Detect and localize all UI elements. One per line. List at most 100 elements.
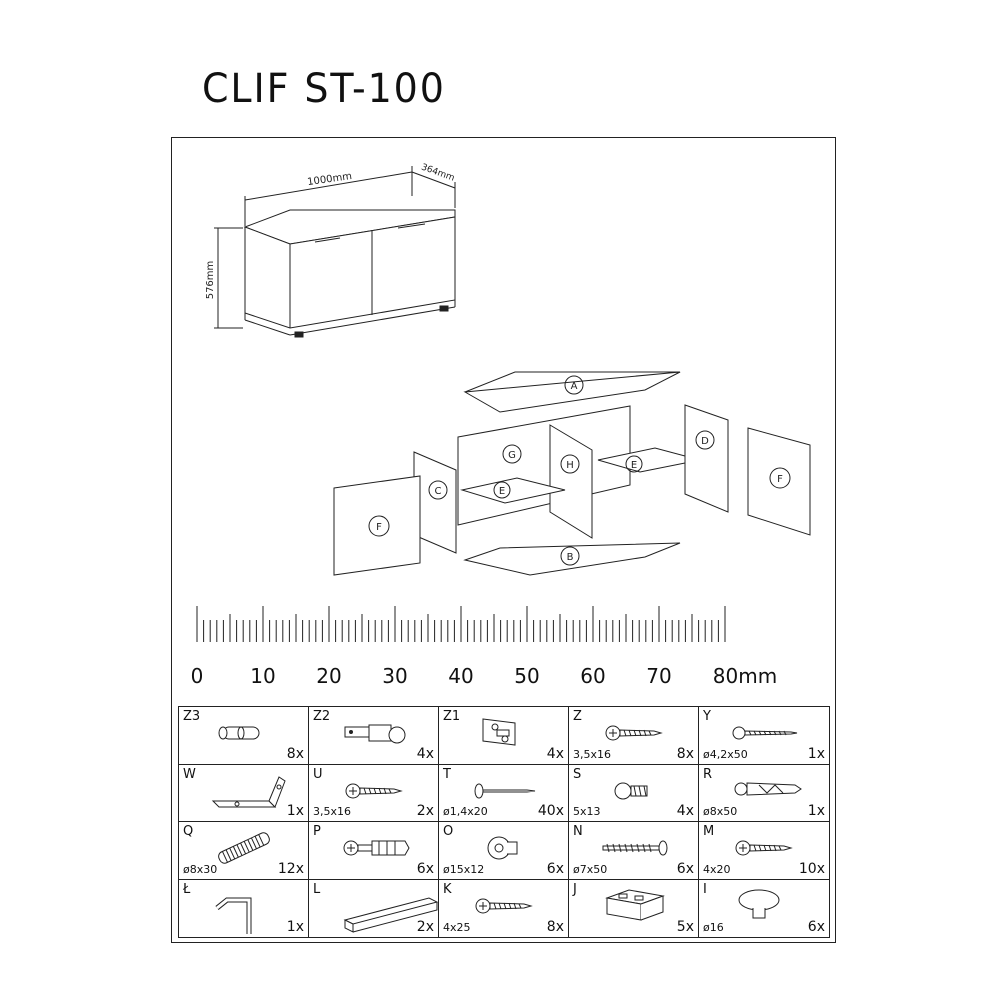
- instruction-frame: [171, 137, 836, 943]
- part-size: ø1,4x20: [443, 805, 488, 818]
- ruler-label: 70: [646, 664, 671, 688]
- part-code: I: [703, 881, 707, 897]
- long-screw-icon: [729, 713, 799, 753]
- part-quantity: 12x: [277, 860, 304, 877]
- knob-icon: [729, 886, 799, 926]
- part-size: 4x20: [703, 862, 731, 876]
- part-quantity: 6x: [546, 860, 564, 877]
- part-code: O: [443, 824, 454, 839]
- panel-label-e: E: [631, 460, 637, 471]
- part-cell: L 2x: [309, 879, 439, 937]
- allen-key-icon: [209, 886, 279, 934]
- ruler-label: 20: [316, 664, 341, 688]
- shelf-support-block-icon: [599, 886, 669, 926]
- part-cell: S 5x13 4x: [569, 764, 699, 822]
- part-cell: W 1x: [179, 764, 309, 822]
- confirmat-screw-icon: [599, 828, 669, 868]
- panel-label-a: A: [571, 381, 578, 392]
- screw-icon: [729, 828, 799, 868]
- part-code: P: [313, 824, 321, 839]
- part-quantity: 6x: [807, 919, 825, 935]
- hinge-icon: [339, 713, 409, 753]
- panel-label-c: C: [435, 486, 442, 497]
- dimension-depth-label: 364mm: [420, 162, 456, 183]
- part-quantity: 6x: [676, 860, 694, 877]
- part-code: T: [443, 766, 451, 782]
- part-size: 3,5x16: [573, 747, 612, 761]
- wooden-dowel-icon: [209, 828, 279, 868]
- panel-label-f: F: [376, 522, 382, 533]
- page-title: CLIF ST-100: [202, 66, 446, 112]
- ruler-label: 80mm: [713, 664, 777, 688]
- part-code: Z: [573, 709, 582, 724]
- cabinet-overview-drawing: [214, 166, 456, 338]
- ruler-label: 30: [382, 664, 407, 688]
- part-code: R: [703, 766, 713, 782]
- dimension-height-label: 576mm: [205, 261, 216, 300]
- part-code: Z1: [443, 709, 461, 724]
- screw-icon: [469, 886, 539, 926]
- part-code: L: [313, 881, 321, 897]
- part-quantity: 5x: [676, 919, 694, 935]
- part-size: 4x25: [443, 921, 471, 934]
- part-quantity: 8x: [286, 745, 304, 762]
- screw-icon: [599, 713, 669, 753]
- part-cell: Z3 8x: [179, 707, 309, 765]
- part-quantity: 4x: [676, 803, 694, 819]
- ruler-label: 60: [580, 664, 605, 688]
- part-quantity: 1x: [286, 803, 304, 819]
- ruler-label: 10: [250, 664, 275, 688]
- ruler-label: 50: [514, 664, 539, 688]
- part-code: W: [183, 766, 196, 782]
- part-code: U: [313, 766, 323, 782]
- part-size: 5x13: [573, 805, 601, 818]
- part-quantity: 40x: [537, 803, 564, 819]
- wall-plug-icon: [729, 771, 802, 811]
- part-code: Ł: [183, 881, 191, 897]
- part-quantity: 1x: [807, 745, 825, 762]
- panel-label-f: F: [777, 474, 783, 485]
- panel-label-g: G: [508, 450, 516, 461]
- part-code: Z2: [313, 709, 331, 724]
- panel-label-e: E: [499, 486, 505, 497]
- mounting-plate-icon: [469, 713, 539, 753]
- part-size: 3,5x16: [313, 805, 352, 818]
- part-code: S: [573, 766, 582, 782]
- short-screw-icon: [599, 771, 669, 811]
- cam-bolt-icon: [339, 828, 410, 868]
- dowel-connector-icon: [209, 713, 279, 753]
- part-size: ø7x50: [573, 862, 608, 876]
- nail-icon: [469, 771, 539, 811]
- part-quantity: 1x: [807, 803, 825, 819]
- part-quantity: 2x: [416, 919, 434, 935]
- l-bracket-icon: [339, 886, 438, 933]
- part-code: N: [573, 824, 583, 839]
- part-cell: Z1 4x: [439, 707, 569, 765]
- part-size: ø8x50: [703, 805, 738, 818]
- part-quantity: 8x: [546, 919, 564, 935]
- angle-bracket-icon: [209, 771, 286, 811]
- panel-label-h: H: [566, 460, 574, 471]
- cam-lock-icon: [469, 828, 539, 868]
- part-size: ø15x12: [443, 862, 485, 876]
- part-size: ø8x30: [183, 862, 218, 876]
- part-quantity: 6x: [416, 860, 434, 877]
- part-quantity: 4x: [546, 745, 564, 762]
- part-size: ø16: [703, 921, 724, 934]
- part-quantity: 10x: [798, 860, 825, 877]
- part-code: Z3: [183, 709, 201, 724]
- panel-label-b: B: [567, 552, 574, 563]
- part-size: ø4,2x50: [703, 747, 748, 761]
